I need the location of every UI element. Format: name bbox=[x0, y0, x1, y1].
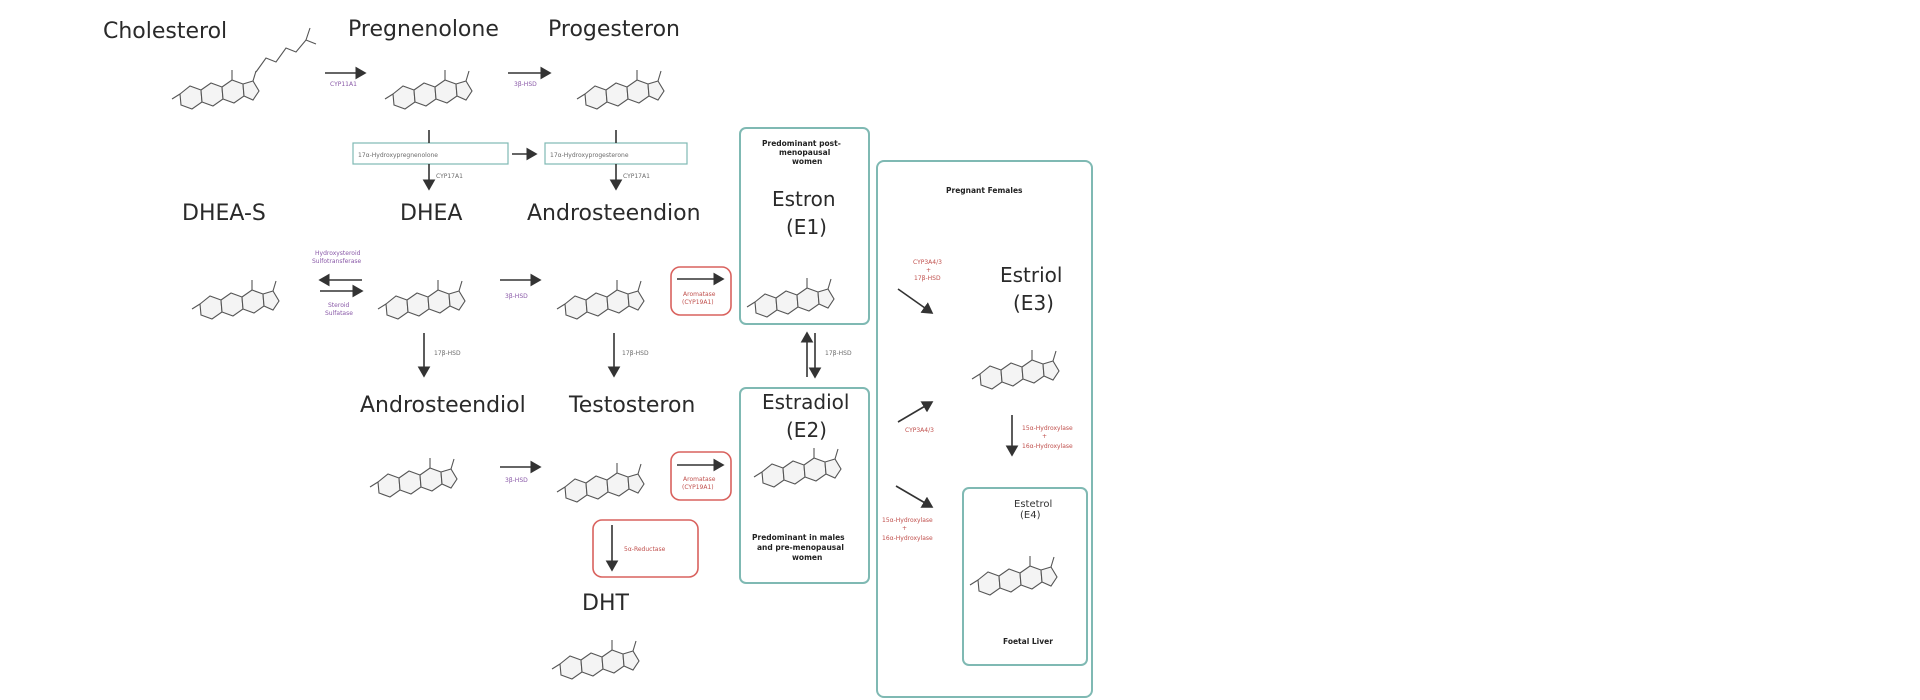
enzyme-sulfatase-2: Sulfatase bbox=[325, 310, 353, 317]
estetrol-label: Estetrol bbox=[1014, 499, 1052, 510]
enzyme-cyp11a1: CYP11A1 bbox=[330, 81, 357, 88]
reductase-box bbox=[592, 519, 699, 578]
testosteron-molecule bbox=[556, 462, 645, 503]
estron-molecule bbox=[746, 277, 835, 318]
enzyme-sulfotransferase-1: Hydroxysteroid bbox=[315, 250, 361, 257]
estetrol-molecule bbox=[969, 555, 1058, 596]
dhea-molecule bbox=[377, 279, 466, 320]
aromatase-bottom-box bbox=[670, 451, 732, 501]
enzyme-aromatase-top-1: Aromatase bbox=[683, 291, 716, 298]
premenopausal-caption-2: and pre-menopausal bbox=[757, 543, 844, 552]
estriol-code: (E3) bbox=[1013, 291, 1054, 315]
androsteendiol-molecule bbox=[369, 457, 458, 498]
enzyme-cyp3a43-top-2: + bbox=[926, 267, 931, 274]
androsteendiol-label: Androsteendiol bbox=[360, 393, 526, 418]
enzyme-hydroxylase-left-2: + bbox=[902, 525, 907, 532]
enzyme-17bhsd-mid: 17β-HSD bbox=[622, 350, 649, 357]
postmenopausal-caption-2: menopausal bbox=[779, 148, 830, 157]
arrow-estron-estriol bbox=[897, 288, 934, 314]
enzyme-cyp3a43-top-1: CYP3A4/3 bbox=[913, 259, 942, 266]
estradiol-code: (E2) bbox=[786, 418, 827, 442]
enzyme-aromatase-bottom-1: Aromatase bbox=[683, 476, 716, 483]
enzyme-sulfatase-1: Steroid bbox=[328, 302, 350, 309]
enzyme-aromatase-top-2: (CYP19A1) bbox=[682, 299, 714, 306]
enzyme-3bhsd-mid: 3β-HSD bbox=[505, 293, 528, 300]
enzyme-17bhsd-left: 17β-HSD bbox=[434, 350, 461, 357]
premenopausal-caption-1: Predominant in males bbox=[752, 533, 845, 542]
hydroxy-preg-box bbox=[352, 142, 509, 165]
enzyme-hydroxylase-mid-1: 15α-Hydroxylase bbox=[1022, 425, 1073, 432]
cholesterol-sidechain bbox=[255, 27, 317, 73]
aromatase-top-box bbox=[670, 266, 732, 316]
postmenopausal-caption-3: women bbox=[792, 157, 822, 166]
testosteron-label: Testosteron bbox=[568, 393, 695, 418]
arrow-estradiol-estriol bbox=[897, 401, 934, 423]
estriol-label: Estriol bbox=[1000, 263, 1062, 287]
enzyme-cyp3a43-top-3: 17β-HSD bbox=[914, 275, 941, 282]
estron-code: (E1) bbox=[786, 215, 827, 239]
pregnenolone-molecule bbox=[384, 69, 473, 110]
enzyme-3bhsd-top: 3β-HSD bbox=[514, 81, 537, 88]
progesteron-label: Progesteron bbox=[548, 17, 680, 42]
enzyme-cyp17a1-right: CYP17A1 bbox=[623, 173, 650, 180]
dheas-molecule bbox=[191, 279, 280, 320]
enzyme-5a-reductase: 5α-Reductase bbox=[624, 546, 666, 553]
enzyme-hydroxylase-mid-3: 16α-Hydroxylase bbox=[1022, 443, 1073, 450]
pregnant-females-box bbox=[876, 160, 1093, 698]
foetal-liver-box bbox=[962, 487, 1088, 666]
progesteron-molecule bbox=[576, 69, 665, 110]
enzyme-cyp17a1-left: CYP17A1 bbox=[436, 173, 463, 180]
enzyme-sulfotransferase-2: Sulfotransferase bbox=[312, 258, 362, 265]
arrow-estradiol-estetrol bbox=[895, 485, 934, 508]
androsteendion-label: Androsteendion bbox=[527, 201, 701, 226]
estriol-molecule bbox=[971, 349, 1060, 390]
enzyme-hydroxylase-mid-2: + bbox=[1042, 433, 1047, 440]
foetal-liver-caption: Foetal Liver bbox=[1003, 637, 1053, 646]
premenopausal-box bbox=[739, 387, 870, 584]
enzyme-3bhsd-bottom: 3β-HSD bbox=[505, 477, 528, 484]
estradiol-label: Estradiol bbox=[762, 390, 849, 414]
dhea-label: DHEA bbox=[400, 201, 462, 226]
intermediate-hydroxy-prog: 17α-Hydroxyprogesterone bbox=[550, 152, 629, 159]
premenopausal-caption-3: women bbox=[792, 553, 822, 562]
intermediate-hydroxy-preg: 17α-Hydroxypregnenolone bbox=[358, 152, 438, 159]
estron-label: Estron bbox=[772, 187, 836, 211]
androsteendion-molecule bbox=[556, 279, 645, 320]
estradiol-molecule bbox=[753, 447, 842, 488]
enzyme-hydroxylase-left-1: 15α-Hydroxylase bbox=[882, 517, 933, 524]
enzyme-cyp3a43-mid: CYP3A4/3 bbox=[905, 427, 934, 434]
enzyme-aromatase-bottom-2: (CYP19A1) bbox=[682, 484, 714, 491]
enzyme-hydroxylase-left-3: 16α-Hydroxylase bbox=[882, 535, 933, 542]
dht-molecule bbox=[551, 639, 640, 680]
postmenopausal-caption-1: Predominant post- bbox=[762, 139, 841, 148]
pregnant-females-caption: Pregnant Females bbox=[946, 186, 1023, 195]
cholesterol-molecule bbox=[171, 69, 260, 110]
enzyme-17bhsd-right: 17β-HSD bbox=[825, 350, 852, 357]
dheas-label: DHEA-S bbox=[182, 201, 266, 226]
pregnenolone-label: Pregnenolone bbox=[348, 17, 499, 42]
postmenopausal-box bbox=[739, 127, 870, 325]
dht-label: DHT bbox=[582, 591, 629, 616]
estetrol-code: (E4) bbox=[1020, 510, 1041, 521]
cholesterol-label: Cholesterol bbox=[103, 19, 227, 44]
